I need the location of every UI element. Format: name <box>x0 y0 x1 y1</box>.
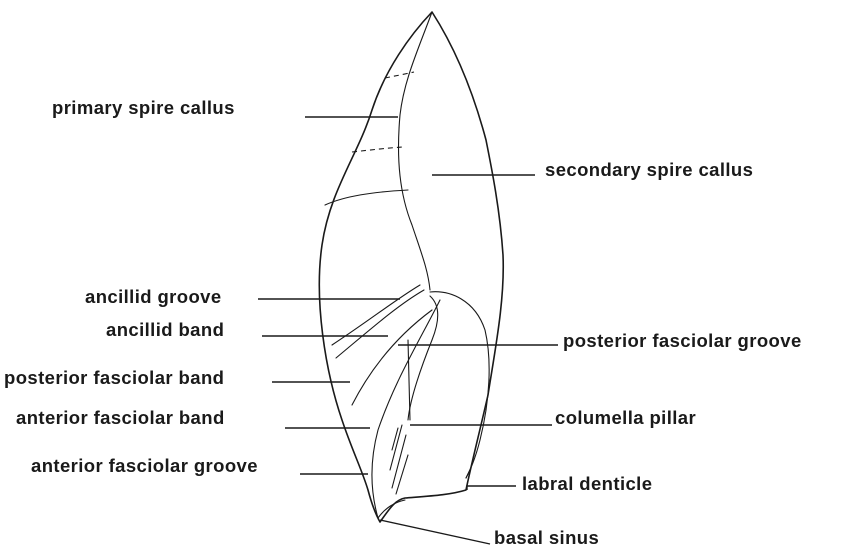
ancillid-band-line-2 <box>336 290 424 358</box>
secondary-callus-line <box>399 12 433 290</box>
fasciolar-band-line <box>352 310 432 405</box>
labels: primary spire callus secondary spire cal… <box>4 97 802 548</box>
columella-line <box>408 340 410 420</box>
leader-basal-sinus <box>380 520 490 544</box>
hatch-1 <box>392 428 398 450</box>
label-posterior-fasciolar-band: posterior fasciolar band <box>4 367 224 388</box>
fasciolar-region-line <box>372 300 440 518</box>
hatch-2 <box>390 425 402 470</box>
label-anterior-fasciolar-band: anterior fasciolar band <box>16 407 225 428</box>
label-labral-denticle: labral denticle <box>522 473 652 494</box>
label-primary-spire-callus: primary spire callus <box>52 97 235 118</box>
label-columella-pillar: columella pillar <box>555 407 696 428</box>
label-ancillid-band: ancillid band <box>106 319 224 340</box>
shell-outline <box>319 12 503 522</box>
label-basal-sinus: basal sinus <box>494 527 599 548</box>
growth-line-2 <box>352 147 402 152</box>
leader-labral-denticle <box>467 486 516 490</box>
shell-drawing <box>319 12 503 522</box>
aperture-inner <box>408 296 438 420</box>
label-anterior-fasciolar-groove: anterior fasciolar groove <box>31 455 258 476</box>
basal-sinus-notch <box>378 500 405 518</box>
aperture-outline <box>430 292 489 478</box>
label-secondary-spire-callus: secondary spire callus <box>545 159 753 180</box>
label-posterior-fasciolar-groove: posterior fasciolar groove <box>563 330 802 351</box>
hatch-4 <box>396 455 408 494</box>
label-ancillid-groove: ancillid groove <box>85 286 222 307</box>
